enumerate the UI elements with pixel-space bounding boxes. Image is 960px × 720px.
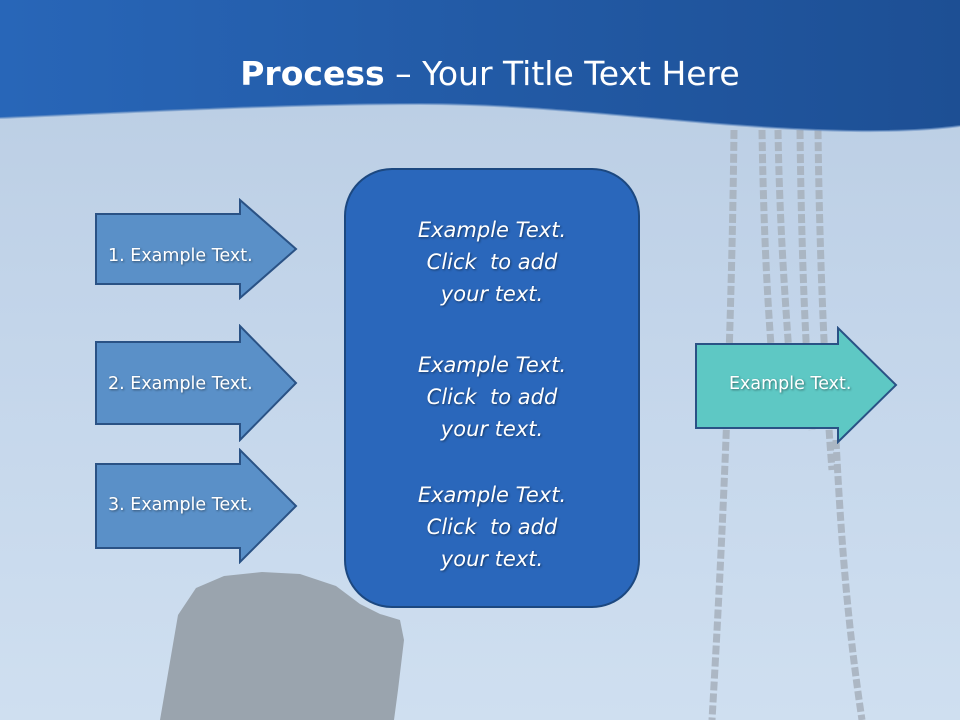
paragraph-line: your text. — [440, 547, 544, 571]
process-arrow-2[interactable] — [94, 324, 300, 442]
process-arrow-1-label: 1. Example Text. — [108, 246, 253, 266]
silhouette-decoration — [160, 572, 404, 720]
paragraph-line: Example Text. — [417, 483, 567, 507]
paragraph-line: Example Text. — [417, 353, 567, 377]
paragraph-line: your text. — [440, 282, 544, 306]
process-arrow-1[interactable] — [94, 198, 300, 300]
slide-title[interactable]: Process – Your Title Text Here — [0, 52, 960, 96]
center-paragraph-1: Example Text. Click to add your text. — [346, 214, 638, 310]
paragraph-line: Click to add — [426, 515, 558, 539]
header-band — [0, 0, 960, 132]
process-arrow-2-label: 2. Example Text. — [108, 374, 253, 394]
paragraph-line: your text. — [440, 417, 544, 441]
center-text-box[interactable]: Example Text. Click to add your text. Ex… — [344, 168, 640, 608]
title-rest: – Your Title Text Here — [384, 54, 740, 93]
result-arrow[interactable] — [694, 326, 900, 444]
title-bold: Process — [240, 54, 385, 93]
center-paragraph-3: Example Text. Click to add your text. — [346, 479, 638, 575]
result-arrow-label: Example Text. — [729, 374, 852, 394]
process-arrow-3-label: 3. Example Text. — [108, 495, 253, 515]
paragraph-line: Click to add — [426, 385, 558, 409]
center-paragraph-2: Example Text. Click to add your text. — [346, 349, 638, 445]
process-arrow-3[interactable] — [94, 448, 300, 564]
paragraph-line: Click to add — [426, 250, 558, 274]
paragraph-line: Example Text. — [417, 218, 567, 242]
